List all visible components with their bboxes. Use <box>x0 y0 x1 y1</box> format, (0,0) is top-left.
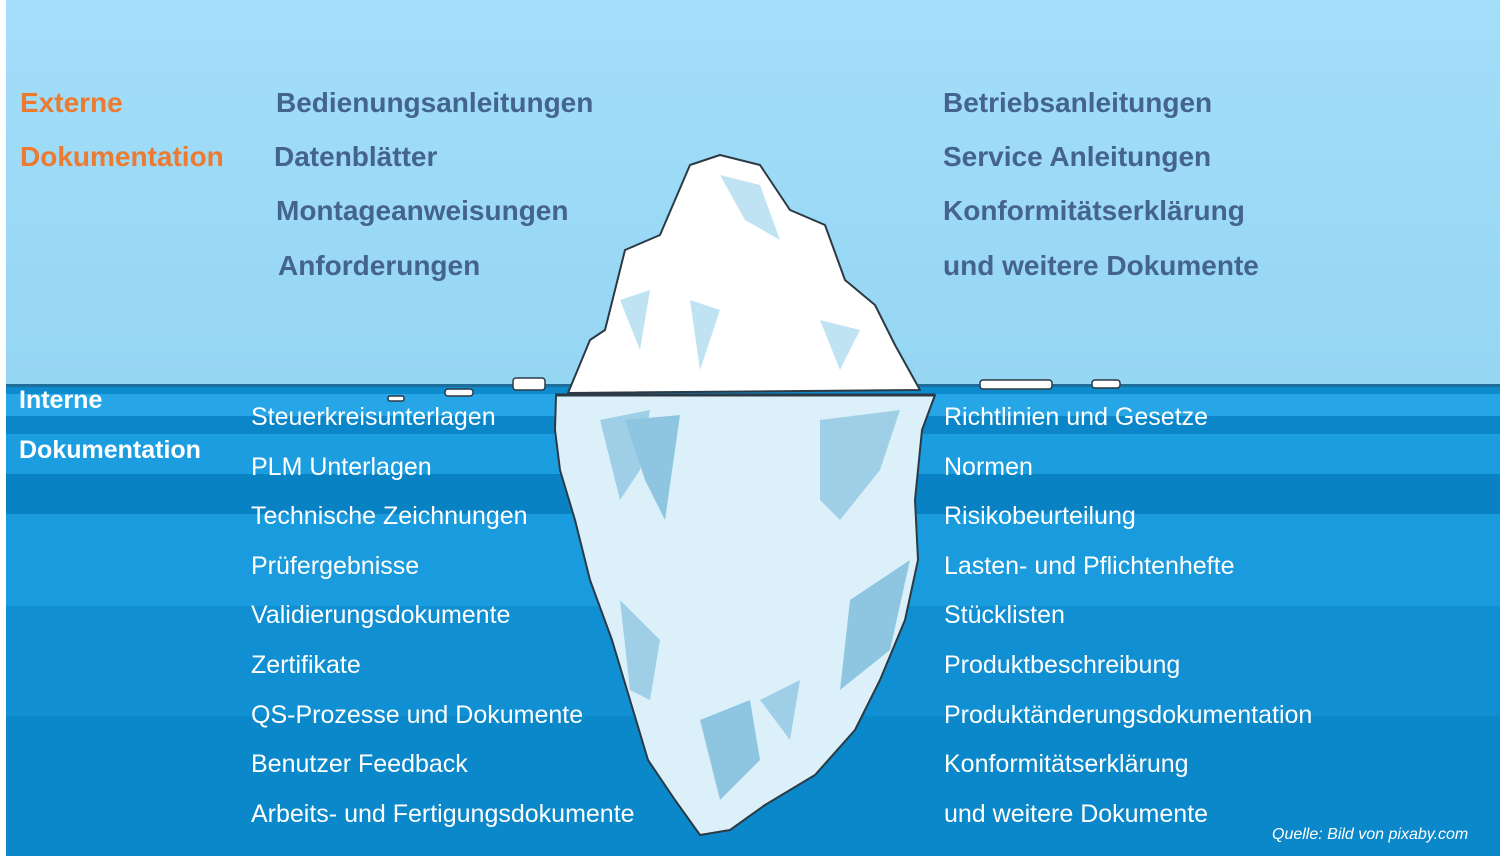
source-caption: Quelle: Bild von pixaby.com <box>1272 826 1469 843</box>
internal-item: Validierungsdokumente <box>251 601 511 629</box>
external-item: Konformitätserklärung <box>943 195 1245 226</box>
internal-item: Prüfergebnisse <box>251 552 420 580</box>
internal-item: Konformitätserklärung <box>944 750 1189 778</box>
internal-item: Benutzer Feedback <box>251 750 468 778</box>
internal-item: Arbeits- und Fertigungsdokumente <box>251 800 635 828</box>
internal-item: Zertifikate <box>251 651 361 679</box>
external-item: Bedienungsanleitungen <box>276 87 594 118</box>
external-label-line1: Externe <box>20 87 123 118</box>
internal-item: Produktbeschreibung <box>944 651 1181 679</box>
external-label-line2: Dokumentation <box>20 141 224 172</box>
external-item: und weitere Dokumente <box>943 250 1259 281</box>
internal-label-line1: Interne <box>19 386 103 414</box>
external-item: Montageanweisungen <box>276 195 569 226</box>
internal-item: Lasten- und Pflichtenhefte <box>944 552 1235 580</box>
internal-label-line2: Dokumentation <box>19 436 201 464</box>
external-item: Service Anleitungen <box>943 141 1212 172</box>
internal-item: Stücklisten <box>944 601 1065 629</box>
internal-item: Steuerkreisunterlagen <box>251 403 496 431</box>
internal-item: Technische Zeichnungen <box>251 502 528 530</box>
internal-item: PLM Unterlagen <box>251 453 432 481</box>
internal-item: Produktänderungsdokumentation <box>944 701 1313 729</box>
internal-item: Normen <box>944 453 1033 481</box>
internal-item: Risikobeurteilung <box>944 502 1136 530</box>
external-item: Datenblätter <box>274 141 438 172</box>
internal-item: Richtlinien und Gesetze <box>944 403 1209 431</box>
internal-item: und weitere Dokumente <box>944 800 1209 828</box>
external-item: Betriebsanleitungen <box>943 87 1213 118</box>
internal-item: QS-Prozesse und Dokumente <box>251 701 584 729</box>
ice-floes <box>387 377 1121 402</box>
external-item: Anforderungen <box>278 250 481 281</box>
